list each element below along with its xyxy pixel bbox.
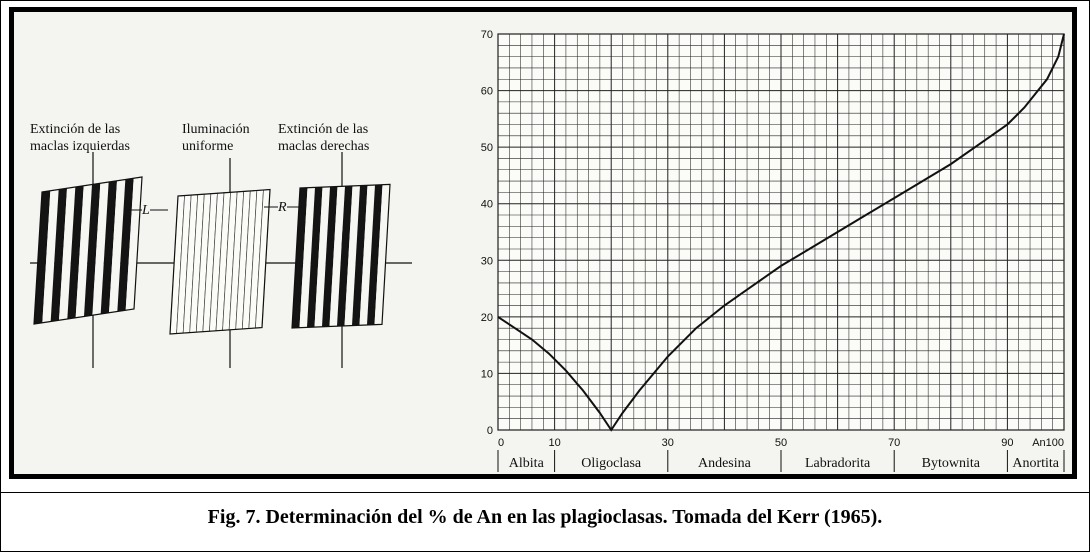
left-label-line2: maclas izquierdas xyxy=(30,139,130,154)
crystal-stripe xyxy=(314,186,330,328)
twinning-illustration: Extinción de las maclas izquierdas Ilumi… xyxy=(30,122,412,368)
crystal-stripe xyxy=(329,186,345,327)
chart-series xyxy=(497,33,1065,432)
mineral-label: Labradorita xyxy=(805,456,871,471)
crystal-stripe xyxy=(50,188,67,322)
crystal-stripe xyxy=(42,189,59,323)
crystal-middle xyxy=(169,188,271,335)
crystal-stripe xyxy=(374,184,390,325)
y-tick-label: 20 xyxy=(481,312,493,324)
left-label-line1: Extinción de las xyxy=(30,122,120,137)
chart-grid xyxy=(497,33,1065,431)
crystal-stripe xyxy=(84,183,101,317)
y-tick-label: 60 xyxy=(481,86,493,98)
x-tick-label: An100 xyxy=(1032,437,1064,449)
x-tick-label: 70 xyxy=(888,437,900,449)
right-label-line1: Extinción de las xyxy=(278,122,368,137)
right-label-line2: maclas derechas xyxy=(278,139,369,154)
chart: 0 10 20 30 40 50 60 70 0 10 30 50 70 90 An100 Albita O… xyxy=(481,29,1065,472)
x-tick-label: 10 xyxy=(548,437,560,449)
crystal-stripe xyxy=(307,187,323,328)
crystal-stripe xyxy=(67,185,84,319)
L-label: L xyxy=(141,203,150,218)
R-label: R xyxy=(277,200,287,215)
y-tick-label: 70 xyxy=(481,29,493,41)
crystal-stripe xyxy=(322,186,338,327)
crystal-left xyxy=(33,176,143,325)
y-tick-label: 0 xyxy=(487,425,493,437)
y-tick-label: 30 xyxy=(481,255,493,267)
crystal-stripe xyxy=(337,185,353,327)
middle-label-line2: uniforme xyxy=(182,139,233,154)
crystal-stripe xyxy=(367,184,383,325)
crystal-outline xyxy=(291,183,391,329)
crystal-stripe xyxy=(59,187,76,321)
y-tick-label: 10 xyxy=(481,368,493,380)
x-tick-labels: 0 10 30 50 70 90 An100 xyxy=(498,437,1064,449)
crystal-stripe xyxy=(34,190,51,324)
x-tick-label: 90 xyxy=(1001,437,1013,449)
figure-caption: Fig. 7. Determinación del % de An en las… xyxy=(207,506,883,528)
mineral-label: Andesina xyxy=(698,456,752,471)
crystal-stripe xyxy=(100,180,117,314)
series-line xyxy=(497,33,1065,432)
crystal-stripe xyxy=(92,182,109,316)
mineral-label: Albita xyxy=(509,456,545,471)
middle-label-line1: Iluminación xyxy=(182,122,250,137)
crystal-right xyxy=(291,183,391,329)
mineral-scale: Albita Oligoclasa Andesina Labradorita Bytow… xyxy=(497,450,1065,472)
crystal-stripe xyxy=(359,185,375,326)
crystal-stripe xyxy=(352,185,368,326)
crystal-stripe xyxy=(75,184,92,318)
crystal-stripe xyxy=(292,187,308,328)
crystal-stripe xyxy=(109,179,126,313)
crystal-stripe xyxy=(299,187,315,328)
crystal-outline xyxy=(169,188,271,335)
crystal-outline xyxy=(33,176,143,325)
x-tick-label: 50 xyxy=(775,437,787,449)
crystal-stripe xyxy=(117,178,134,312)
mineral-label: Anortita xyxy=(1012,456,1059,471)
mineral-label: Oligoclasa xyxy=(581,456,642,471)
crystal-stripe xyxy=(344,185,360,326)
x-tick-label: 30 xyxy=(662,437,674,449)
x-tick-label: 0 xyxy=(498,437,504,449)
y-tick-label: 40 xyxy=(481,199,493,211)
caption-divider xyxy=(0,492,1090,493)
y-tick-labels: 0 10 20 30 40 50 60 70 xyxy=(481,29,493,437)
mineral-label: Bytownita xyxy=(922,456,981,471)
y-tick-label: 50 xyxy=(481,142,493,154)
